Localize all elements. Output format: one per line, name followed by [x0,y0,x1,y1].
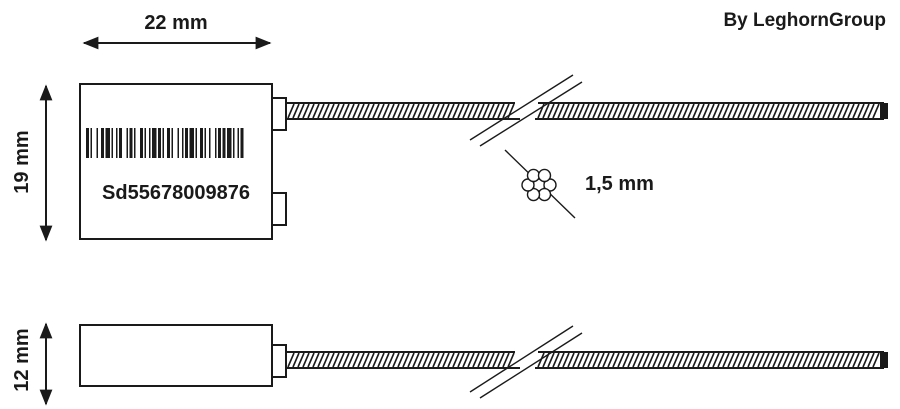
seal-body-slim [79,324,287,387]
cable-break-mark-top [469,74,583,147]
cable-top [286,102,888,120]
width-dimension-label: 22 mm [144,12,207,34]
cable-break-mark-bottom [469,325,583,399]
slim-height-dimension-label: 12 mm [11,328,33,391]
cable-entry-slim [271,344,287,378]
height-dimension-label: 19 mm [11,130,33,193]
cable-entry-top [271,97,287,131]
cable-entry-bottom [271,192,287,226]
cable-bottom [286,351,888,369]
cable-cross-section-icon [504,149,576,219]
cable-diameter-label: 1,5 mm [585,173,654,195]
serial-number: Sd55678009876 [102,182,250,204]
seal-body: Sd55678009876 [79,83,287,240]
brand-label: By LeghornGroup [723,10,886,31]
barcode [86,128,244,158]
